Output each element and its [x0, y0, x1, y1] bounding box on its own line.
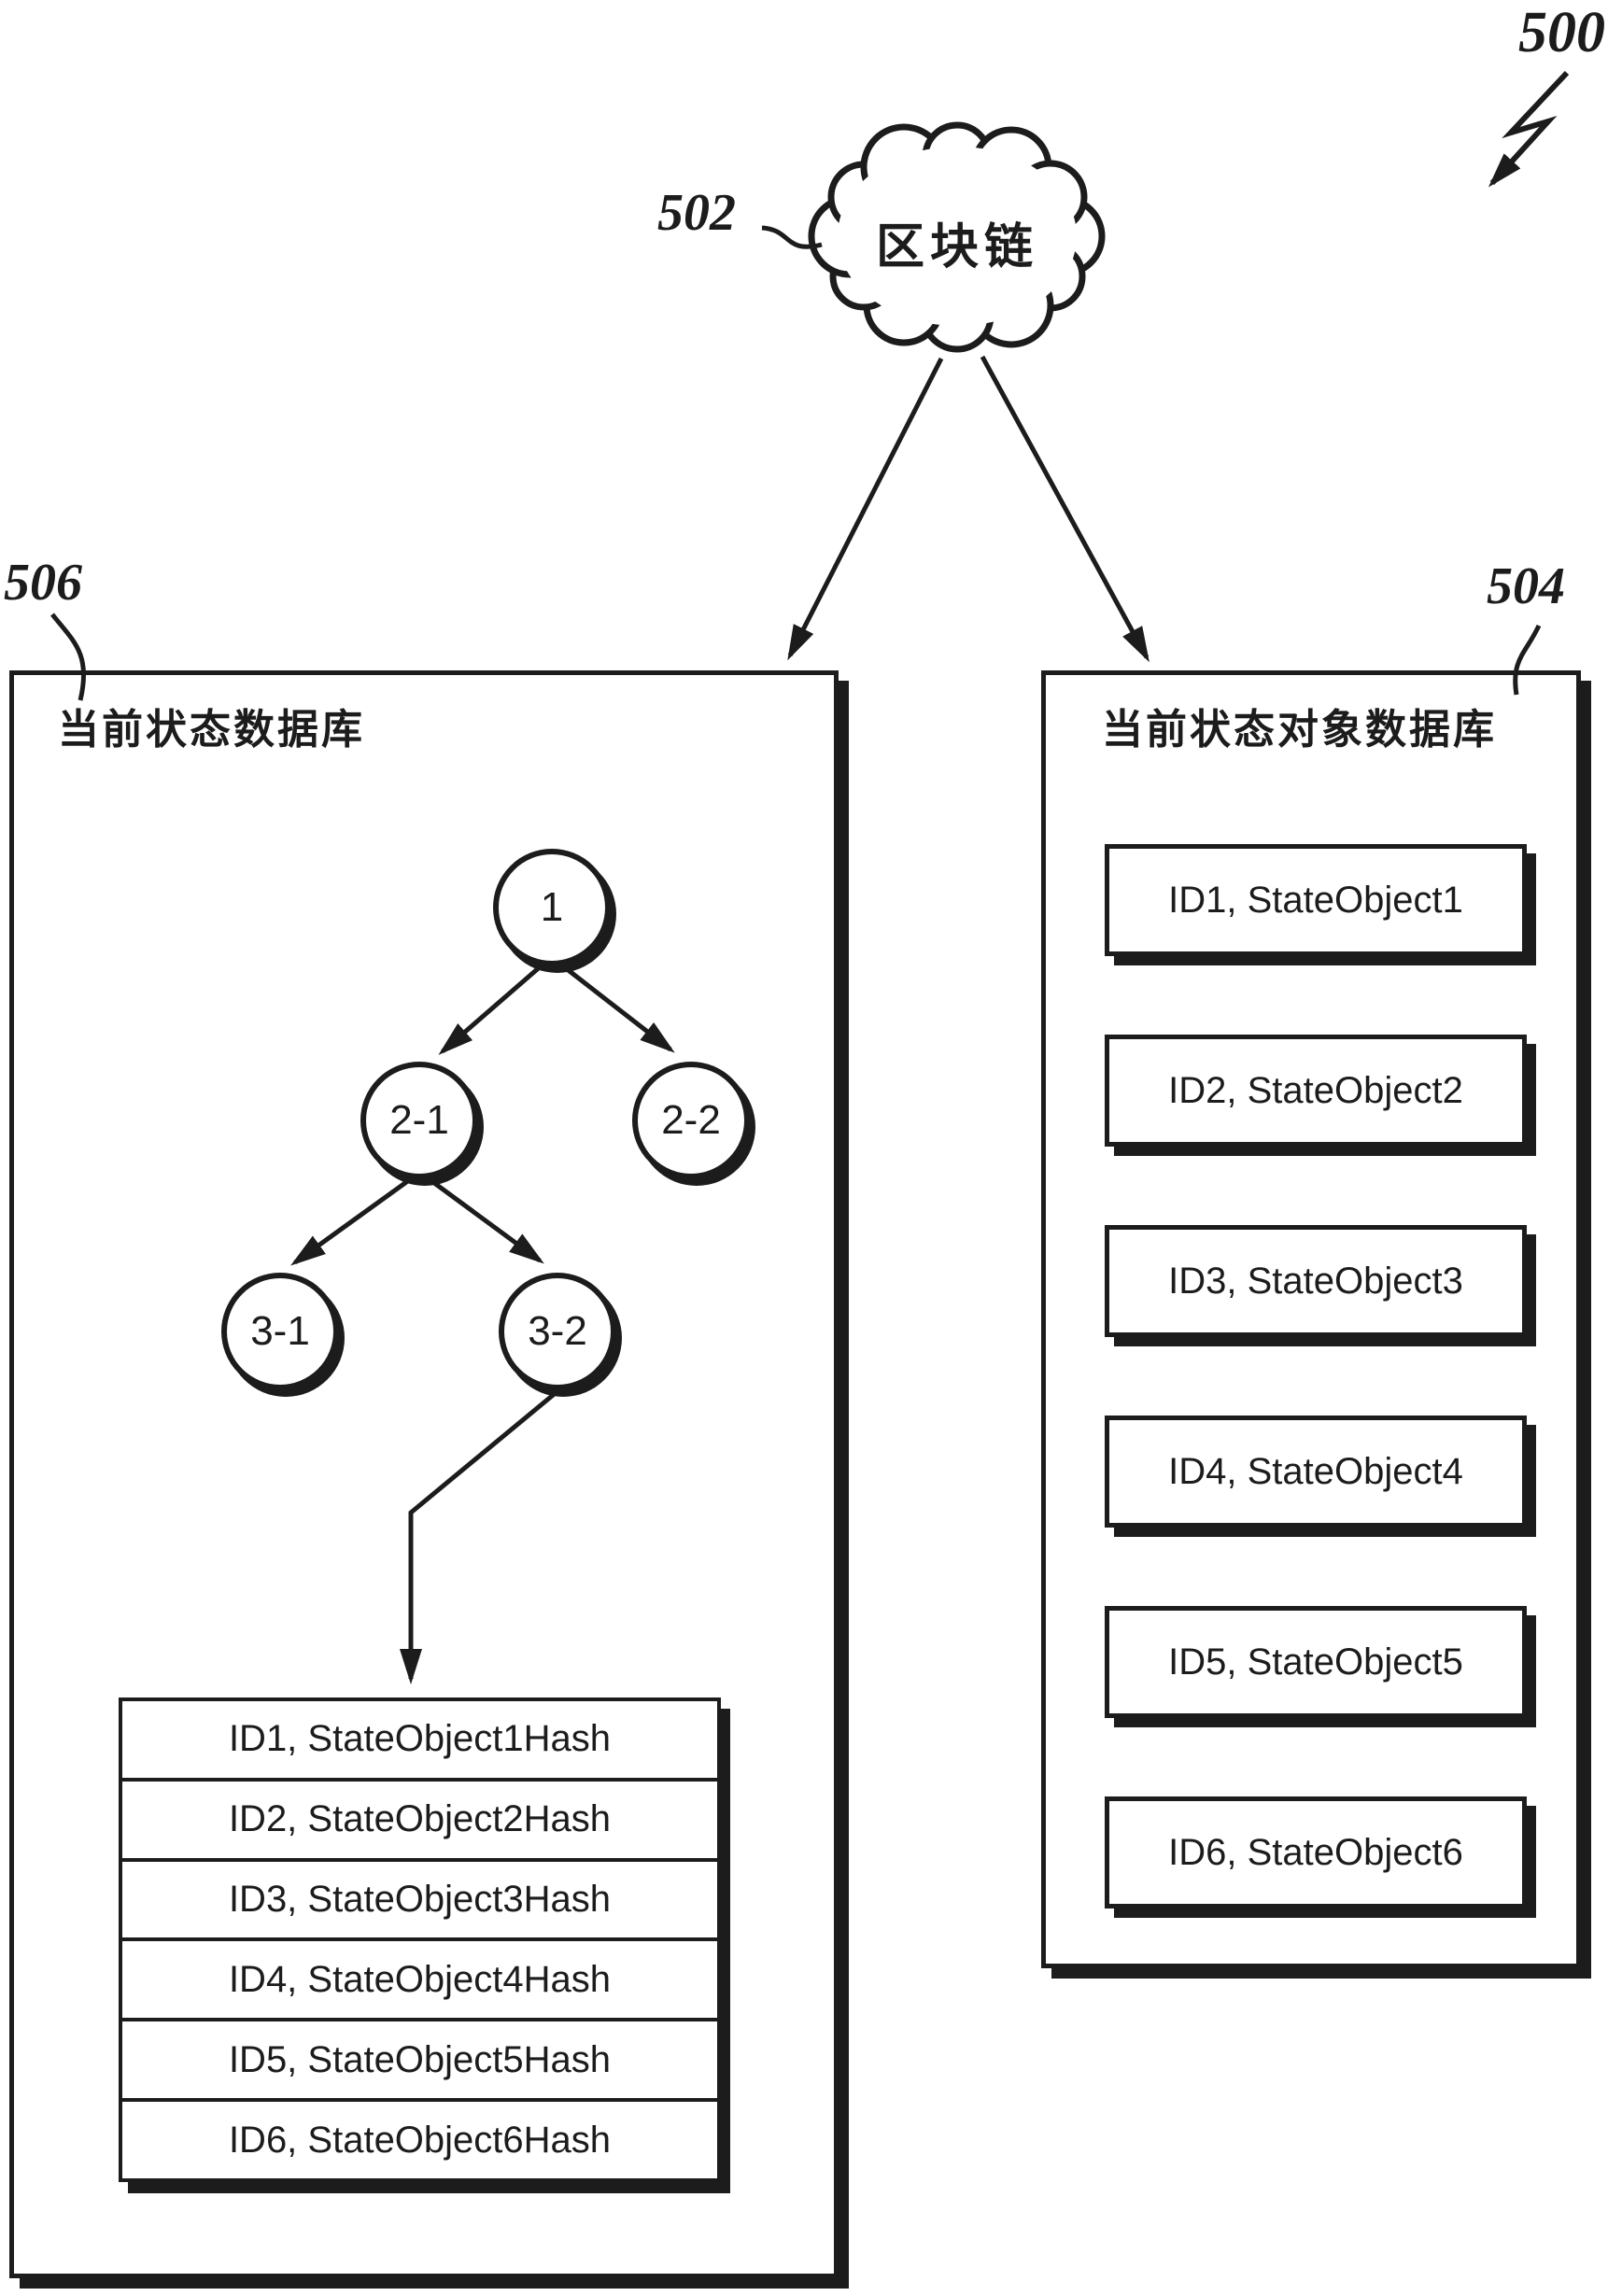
tree-node-3-2-label: 3-2 — [528, 1308, 587, 1354]
table-row: ID3, StateObject3Hash — [122, 1857, 717, 1938]
tree-node-1-label: 1 — [540, 884, 564, 930]
ref-label-504: 504 — [1487, 557, 1565, 615]
table-row: ID6, StateObject6Hash — [122, 2098, 717, 2178]
state-object-entry-label: ID3, StateObject3 — [1168, 1260, 1463, 1302]
current-state-object-database-panel: 当前状态对象数据库 ID1, StateObject1 ID2, StateOb… — [1041, 670, 1581, 1968]
state-object-entry: ID2, StateObject2 — [1105, 1035, 1527, 1147]
ref-label-502: 502 — [657, 184, 736, 242]
state-object-entry: ID6, StateObject6 — [1105, 1796, 1527, 1909]
ref-500-lightning-arrow — [1488, 70, 1570, 188]
table-row: ID1, StateObject1Hash — [228, 1718, 612, 1760]
blockchain-cloud-label: 区块链 — [875, 221, 1038, 275]
table-row: ID4, StateObject4Hash — [122, 1937, 717, 2018]
state-object-entry: ID5, StateObject5 — [1105, 1606, 1527, 1718]
ref-label-506: 506 — [4, 554, 82, 612]
state-object-entry-label: ID4, StateObject4 — [1168, 1450, 1463, 1492]
state-object-entry-label: ID2, StateObject2 — [1168, 1069, 1463, 1111]
tree-node-2-2-label: 2-2 — [661, 1097, 721, 1143]
cloud-to-object-db-arrow — [980, 355, 1150, 663]
ref-label-500: 500 — [1518, 1, 1605, 64]
table-row: ID5, StateObject5Hash — [122, 2018, 717, 2098]
current-state-database-title: 当前状态数据库 — [58, 707, 365, 753]
ref-502-connector-line — [761, 225, 823, 249]
current-state-database-panel: 当前状态数据库 1 2-1 2-2 3-1 3-2 ID1, StateObje… — [9, 670, 839, 2278]
state-object-entry: ID1, StateObject1 — [1105, 844, 1527, 956]
tree-node-1: 1 — [493, 849, 611, 966]
state-object-entry: ID4, StateObject4 — [1105, 1416, 1527, 1528]
tree-node-2-2: 2-2 — [632, 1062, 750, 1179]
state-object-entry: ID3, StateObject3 — [1105, 1225, 1527, 1337]
tree-node-3-1: 3-1 — [221, 1273, 339, 1390]
cloud-to-state-db-arrow — [787, 357, 944, 661]
state-object-entry-label: ID1, StateObject1 — [1168, 879, 1463, 921]
tree-node-2-1: 2-1 — [360, 1062, 478, 1179]
state-object-entry-label: ID6, StateObject6 — [1168, 1831, 1463, 1873]
tree-node-3-1-label: 3-1 — [250, 1308, 310, 1354]
tree-node-2-1-label: 2-1 — [389, 1097, 449, 1143]
tree-node-3-2: 3-2 — [499, 1273, 616, 1390]
state-hash-table: ID1, StateObject1Hash ID2, StateObject2H… — [119, 1697, 721, 2182]
state-object-entry-label: ID5, StateObject5 — [1168, 1641, 1463, 1683]
table-row: ID2, StateObject2Hash — [122, 1777, 717, 1858]
current-state-object-database-title: 当前状态对象数据库 — [1102, 707, 1497, 753]
